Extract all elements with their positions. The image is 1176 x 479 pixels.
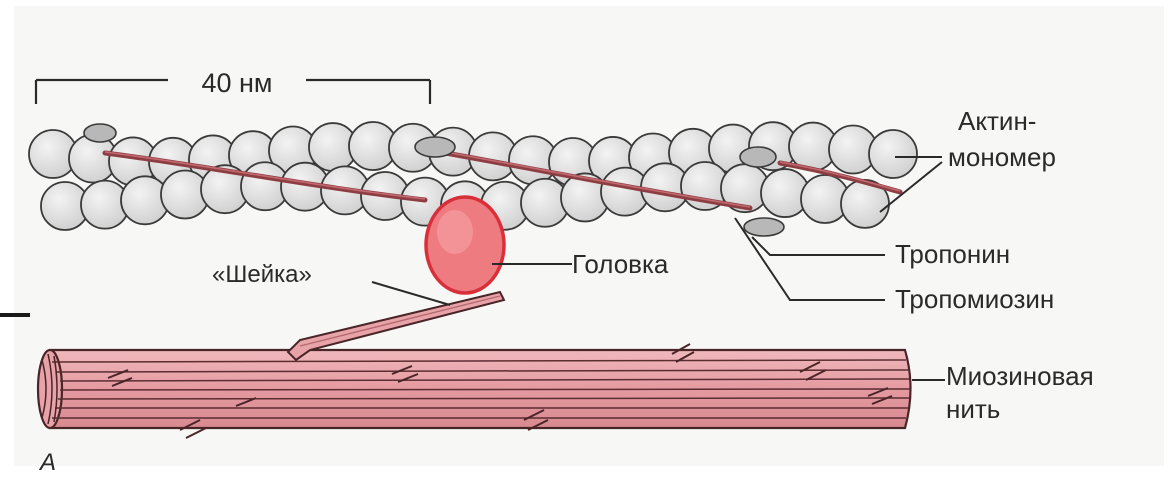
actin-monomer-label-line1: Актин- xyxy=(958,106,1036,136)
myosin-filament-label-line1: Миозиновая xyxy=(946,361,1094,391)
neck-label: «Шейка» xyxy=(212,261,312,288)
troponin-2 xyxy=(740,147,776,167)
actin-monomer xyxy=(869,130,917,178)
myosin-filament xyxy=(38,344,911,438)
troponin-label: Тропонин xyxy=(895,239,1010,269)
panel-label: А xyxy=(38,449,56,476)
troponin-4 xyxy=(84,124,116,142)
tropomyosin-label: Тропомиозин xyxy=(895,284,1054,314)
scale-bar-label: 40 нм xyxy=(201,68,272,98)
head-label: Головка xyxy=(572,249,669,279)
actin-monomer-label-line2: мономер xyxy=(948,142,1056,172)
troponin-3 xyxy=(744,218,784,236)
troponin-1 xyxy=(415,137,455,157)
myosin-filament-label-line2: нить xyxy=(946,394,1000,424)
edge-mark xyxy=(0,313,30,317)
